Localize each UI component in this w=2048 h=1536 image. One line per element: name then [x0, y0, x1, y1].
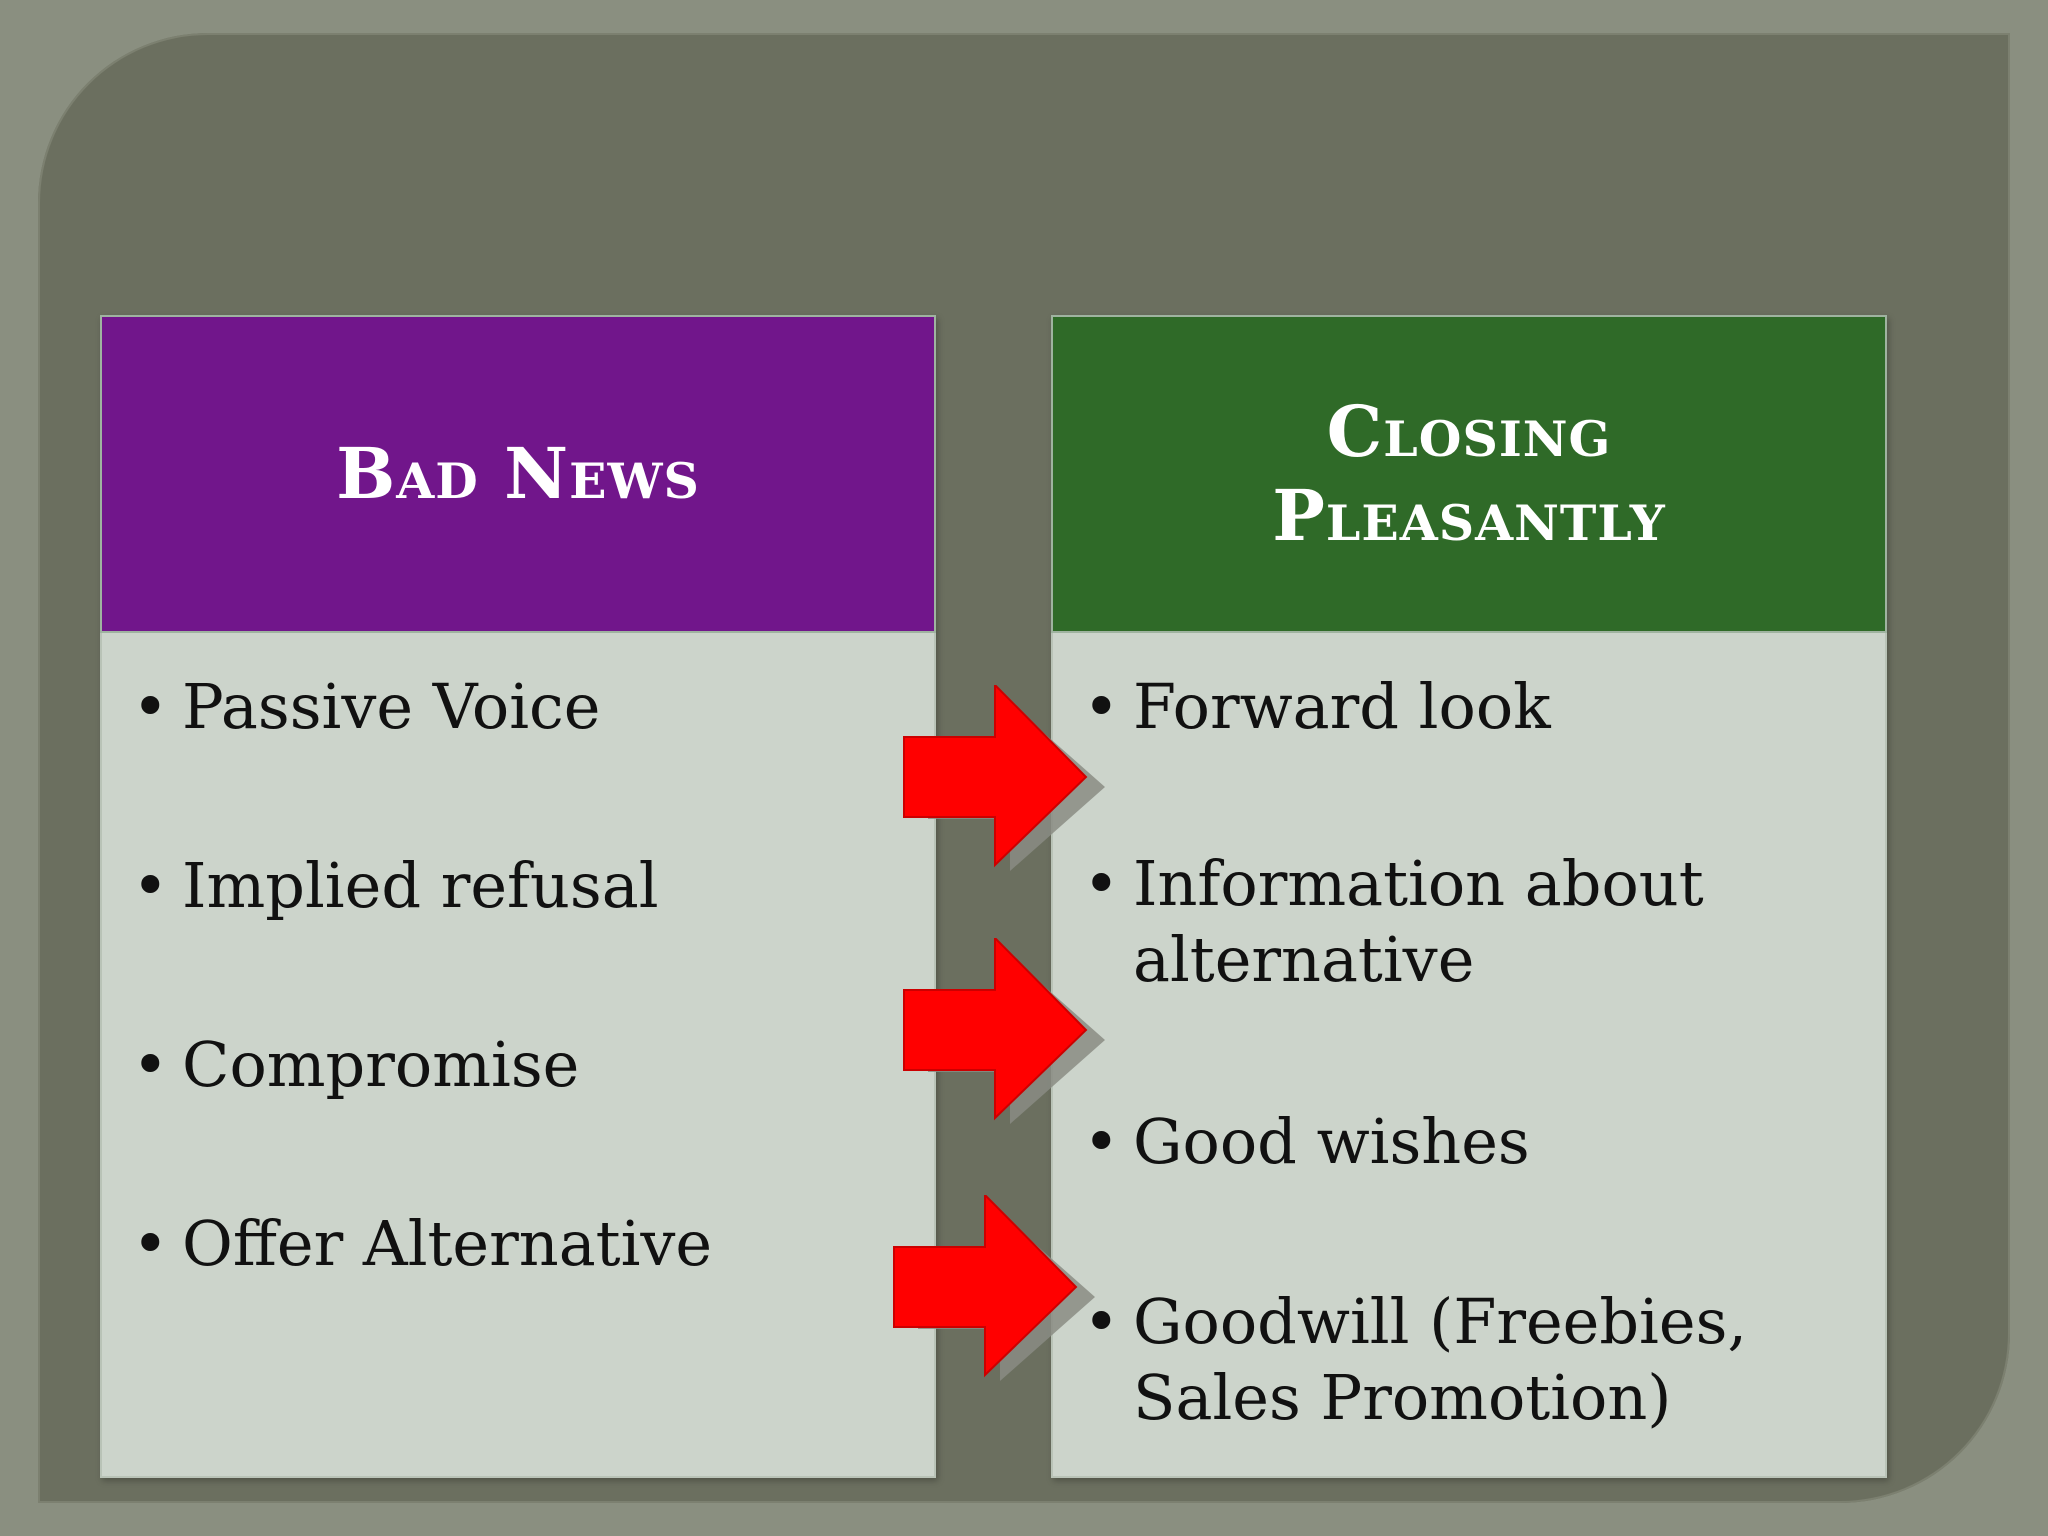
bad-news-header: Bad News — [100, 315, 936, 633]
bullet-icon: • — [132, 849, 169, 922]
list-item: • Information about alternative — [1083, 846, 1803, 998]
bad-news-title: Bad News — [336, 432, 700, 515]
list-item-text: Offer Alternative — [182, 1207, 713, 1280]
bullet-icon: • — [132, 1028, 169, 1101]
closing-pleasantly-list: • Forward look • Information about alter… — [1051, 633, 1887, 1478]
right-arrow-icon — [893, 1195, 1095, 1381]
bullet-icon: • — [132, 1207, 169, 1280]
list-item-text: Passive Voice — [182, 670, 601, 743]
closing-title-line2: Pleasantly — [1272, 474, 1666, 557]
list-item: • Good wishes — [1083, 1104, 1843, 1180]
list-item-text: Good wishes — [1133, 1105, 1530, 1178]
closing-pleasantly-column: Closing Pleasantly • Forward look • Info… — [1051, 315, 1887, 1478]
bullet-icon: • — [132, 670, 169, 743]
list-item: • Compromise — [132, 1027, 579, 1103]
closing-pleasantly-header: Closing Pleasantly — [1051, 315, 1887, 633]
list-item: • Goodwill (Freebies, Sales Promotion) — [1083, 1284, 1843, 1436]
bad-news-column: Bad News • Passive Voice • Implied refus… — [100, 315, 936, 1478]
list-item-text: Information about alternative — [1133, 847, 1704, 996]
bullet-icon: • — [1083, 1105, 1120, 1178]
list-item: • Passive Voice — [132, 669, 600, 745]
list-item-text: Compromise — [182, 1028, 580, 1101]
list-item-text: Implied refusal — [182, 849, 659, 922]
bullet-icon: • — [1083, 847, 1120, 920]
list-item: • Forward look — [1083, 669, 1843, 745]
list-item-text: Forward look — [1133, 670, 1551, 743]
right-arrow-icon — [903, 938, 1105, 1124]
bad-news-list: • Passive Voice • Implied refusal • Comp… — [100, 633, 936, 1478]
right-arrow-icon — [903, 685, 1105, 871]
closing-title-line1: Closing — [1326, 390, 1612, 473]
bullet-icon: • — [1083, 670, 1120, 743]
list-item: • Offer Alternative — [132, 1206, 712, 1282]
list-item-text: Goodwill (Freebies, Sales Promotion) — [1133, 1285, 1748, 1434]
list-item: • Implied refusal — [132, 848, 659, 924]
